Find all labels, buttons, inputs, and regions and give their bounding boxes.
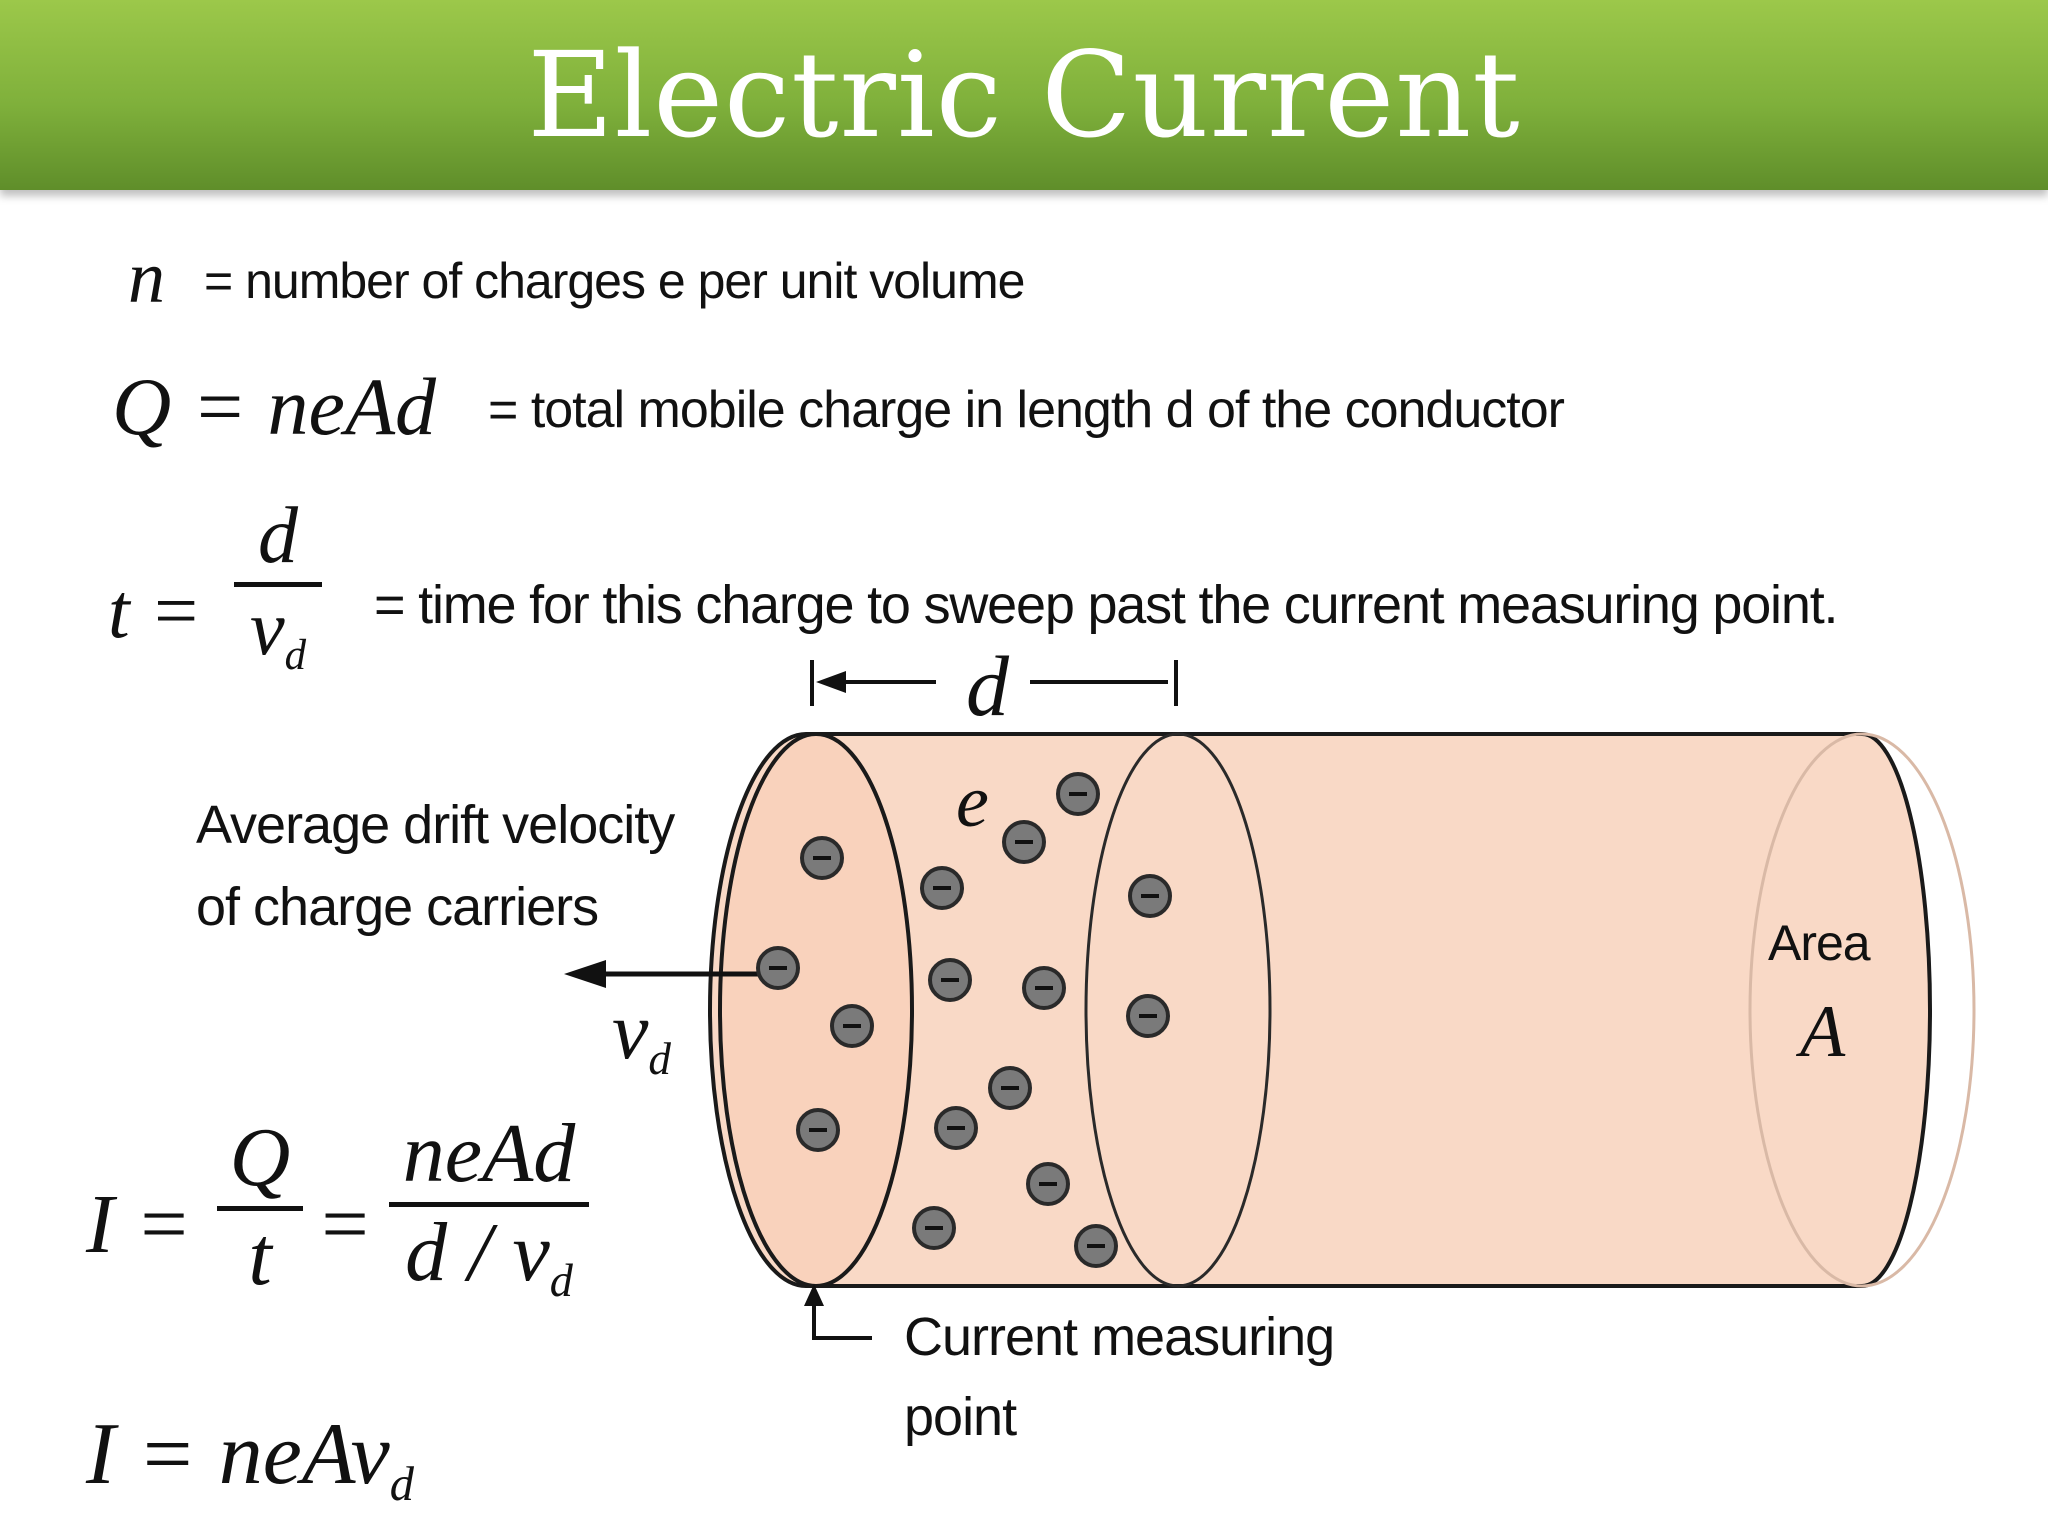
electron <box>1026 1162 1070 1206</box>
vd-label: vd <box>612 985 671 1084</box>
i-lhs: I = <box>86 1178 192 1271</box>
n-description: = number of charges e per unit volume <box>204 253 1025 309</box>
title-bar: Electric Current <box>0 0 2048 190</box>
far-end-ellipse <box>1748 732 1976 1288</box>
electron <box>928 958 972 1002</box>
measuring-section-ellipse <box>1084 732 1272 1288</box>
electron <box>1128 874 1172 918</box>
electron <box>1022 966 1066 1010</box>
electron <box>756 946 800 990</box>
q-over-t-denominator: t <box>248 1210 272 1303</box>
area-label-line2: A <box>1800 991 1846 1073</box>
drift-arrow-head <box>564 960 606 988</box>
neAd-fraction: neAd d / vd <box>386 1112 592 1304</box>
equals-sign: = <box>316 1178 373 1271</box>
q-expression: Q = neAd <box>112 361 437 452</box>
electron <box>934 1106 978 1150</box>
electron <box>830 1004 874 1048</box>
electron <box>1126 994 1170 1038</box>
d-arrow-left-head <box>816 671 846 693</box>
t-denominator: vd <box>249 584 307 679</box>
t-fraction: d vd <box>232 496 324 678</box>
t-numerator: d <box>258 492 298 580</box>
measuring-point-arrowhead <box>804 1284 824 1306</box>
q-over-t-numerator: Q <box>229 1111 291 1204</box>
n-symbol: n <box>128 237 165 319</box>
electron <box>988 1066 1032 1110</box>
drift-label-line1: Average drift velocity <box>196 795 675 855</box>
q-over-t-fraction: Q t <box>214 1116 306 1299</box>
d-length-label: d <box>966 638 1009 734</box>
left-end-ellipse <box>718 732 914 1288</box>
electron <box>1002 820 1046 864</box>
electron <box>912 1206 956 1250</box>
drift-label-line2: of charge carriers <box>196 877 599 937</box>
electron <box>800 836 844 880</box>
final-equation: I = neAvd <box>86 1406 414 1511</box>
measuring-label-line1: Current measuring <box>904 1307 1335 1367</box>
measuring-label-line2: point <box>904 1387 1017 1447</box>
slide-title: Electric Current <box>527 26 1521 164</box>
electron <box>796 1108 840 1152</box>
electron-label: e <box>956 761 989 843</box>
measuring-point-pointer <box>812 1296 872 1340</box>
q-over-t-bar <box>217 1206 303 1211</box>
electron <box>1074 1224 1118 1268</box>
q-description: = total mobile charge in length d of the… <box>488 381 1565 439</box>
neAd-denominator: d / vd <box>405 1206 573 1307</box>
area-label-line1: Area <box>1768 915 1871 971</box>
electron <box>920 866 964 910</box>
t-lhs: t = <box>108 567 202 654</box>
neAd-bar <box>389 1202 589 1207</box>
neAd-numerator: neAd <box>402 1107 576 1200</box>
electron <box>1056 772 1100 816</box>
t-description: = time for this charge to sweep past the… <box>374 575 1838 635</box>
t-fraction-bar <box>234 582 322 587</box>
